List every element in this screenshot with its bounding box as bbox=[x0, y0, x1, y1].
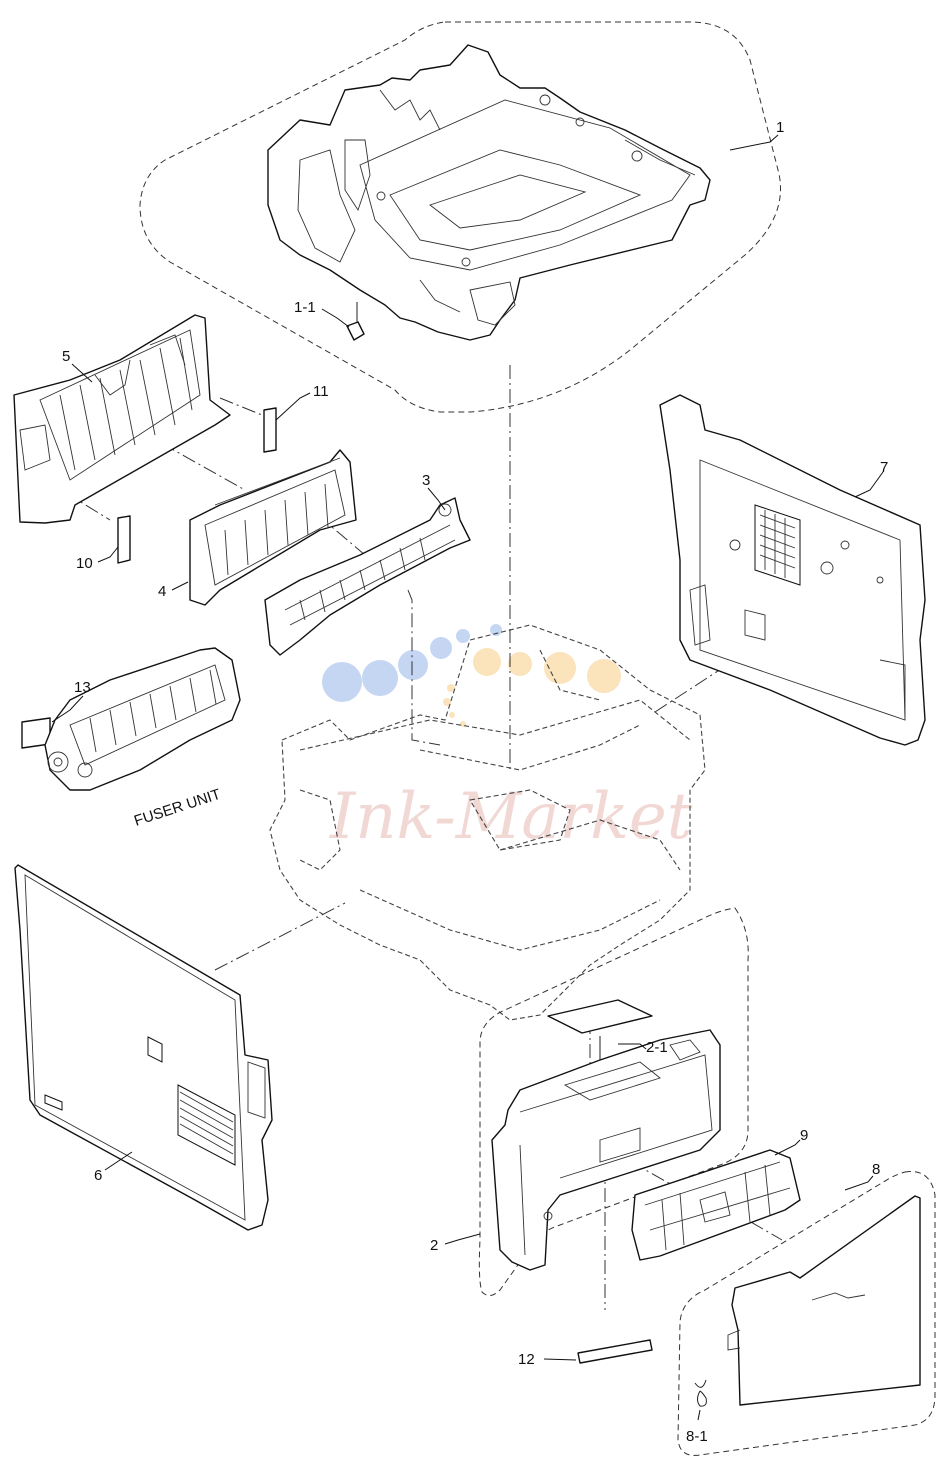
watermark-text: Ink-Market bbox=[329, 780, 693, 854]
axis-line-11 bbox=[219, 397, 263, 416]
part-1-base-frame bbox=[267, 44, 711, 341]
label-13: 13 bbox=[74, 679, 91, 696]
part-5-guide-frame bbox=[13, 314, 231, 524]
label-2: 2 bbox=[430, 1237, 438, 1254]
label-4: 4 bbox=[158, 583, 166, 600]
watermark-dots bbox=[322, 624, 621, 727]
label-6: 6 bbox=[94, 1167, 102, 1184]
part-8-tray-door bbox=[727, 1195, 921, 1406]
part-7-right-cover bbox=[659, 394, 926, 746]
part-8-1-clip bbox=[694, 1379, 707, 1407]
part-2-1-tray-lid bbox=[547, 999, 653, 1034]
label-2-1: 2-1 bbox=[646, 1039, 668, 1056]
label-3: 3 bbox=[422, 472, 430, 489]
part-1-1-bracket bbox=[346, 321, 365, 341]
label-1-1: 1-1 bbox=[294, 299, 316, 316]
part-12-label-sheet bbox=[577, 1339, 653, 1364]
group-boundary-2 bbox=[478, 907, 749, 1296]
part-6-left-cover bbox=[14, 864, 273, 1231]
fuser-unit-label: FUSER UNIT bbox=[132, 786, 223, 830]
part-3-roller-assembly bbox=[264, 497, 471, 656]
part-2-front-cover bbox=[491, 1029, 721, 1271]
axis-line-4 bbox=[299, 499, 366, 556]
label-10: 10 bbox=[76, 555, 93, 572]
printer-body-ghost bbox=[269, 624, 706, 1021]
label-5: 5 bbox=[62, 348, 70, 365]
fuser-unit bbox=[44, 647, 241, 791]
label-1: 1 bbox=[776, 119, 784, 136]
label-12: 12 bbox=[518, 1351, 535, 1368]
part-10-label-sheet bbox=[117, 515, 131, 564]
label-7: 7 bbox=[880, 459, 888, 476]
part-4-paper-guide bbox=[189, 449, 357, 606]
axis-line-3 bbox=[407, 589, 441, 746]
axis-line-side bbox=[214, 902, 346, 971]
part-11-label-sheet bbox=[263, 407, 277, 453]
label-11: 11 bbox=[313, 383, 329, 400]
part-9-tray-guide bbox=[631, 1149, 801, 1261]
group-boundary-8 bbox=[677, 1170, 936, 1456]
label-9: 9 bbox=[800, 1127, 808, 1144]
label-8: 8 bbox=[872, 1161, 880, 1178]
leader-lines bbox=[51, 134, 884, 1421]
label-8-1: 8-1 bbox=[686, 1428, 708, 1445]
